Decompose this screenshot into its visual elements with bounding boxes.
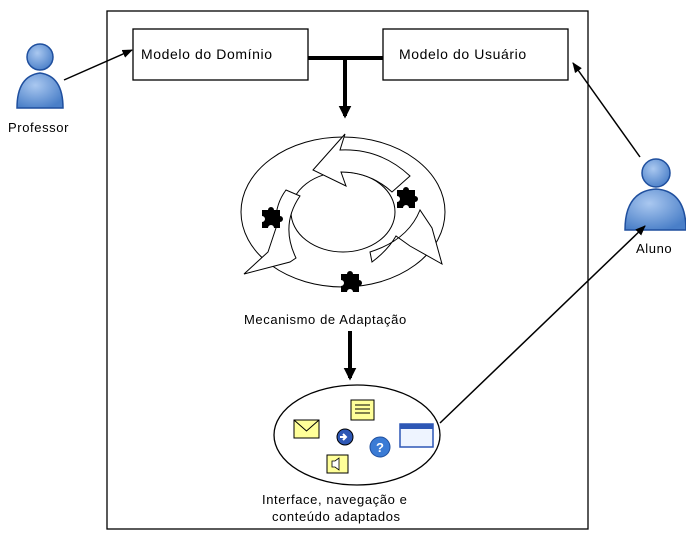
adapted-output-label-line2: conteúdo adaptados [272, 509, 401, 524]
help-icon: ? [369, 436, 391, 458]
teacher-label: Professor [8, 120, 70, 135]
adapted-output-ellipse [273, 384, 441, 486]
puzzle-piece-icon [341, 271, 362, 292]
cycle-arrow-right [369, 208, 443, 266]
output-to-student-arrow [439, 225, 646, 424]
domain-model-label: Modelo do Domínio [141, 46, 273, 62]
system-frame [106, 10, 589, 530]
cycle-arrow-left [243, 189, 301, 275]
puzzle-piece-icon [262, 207, 283, 228]
domain-model-box [132, 28, 309, 81]
cycle-arrow-top [312, 133, 411, 193]
student-user-icon [624, 158, 686, 231]
student-to-user-model-arrow [572, 62, 641, 158]
teacher-user-icon [16, 43, 64, 109]
teacher-to-domain-arrow [63, 49, 133, 81]
user-model-box [382, 28, 569, 81]
adaptation-cycle [240, 133, 446, 292]
envelope-icon [293, 419, 320, 439]
svg-text:?: ? [376, 440, 384, 455]
forward-arrow-icon [336, 428, 354, 446]
student-label: Aluno [636, 241, 673, 256]
adapted-output-label-line1: Interface, navegação e [262, 492, 408, 507]
window-icon [399, 423, 434, 448]
adaptation-mechanism-label: Mecanismo de Adaptação [244, 312, 407, 327]
document-icon [350, 399, 375, 421]
puzzle-piece-icon [397, 187, 418, 208]
user-model-label: Modelo do Usuário [399, 46, 527, 62]
speaker-icon [326, 454, 349, 474]
